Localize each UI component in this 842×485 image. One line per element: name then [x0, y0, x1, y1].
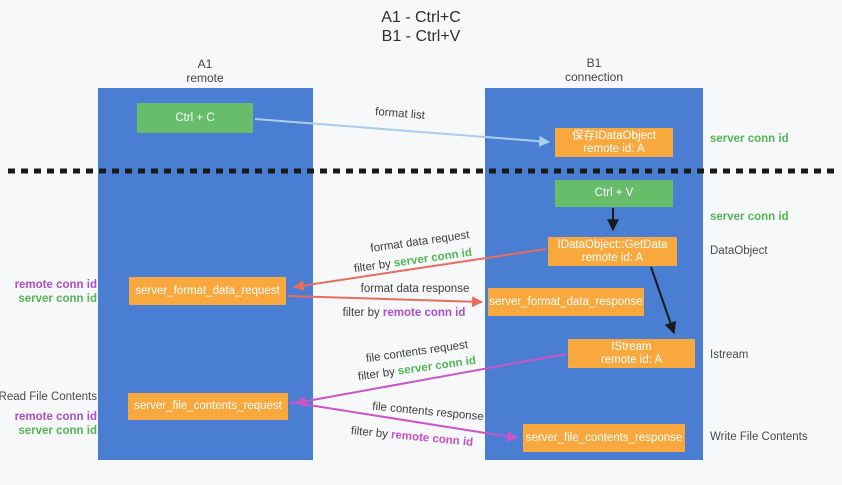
node-ctrl-v-label: Ctrl + V [594, 187, 634, 199]
node-server-format-data-response-label: server_format_data_response [489, 295, 643, 308]
remote-conn-id-annotation-2: remote conn id [14, 411, 97, 423]
node-server-format-data-response: server_format_data_response [488, 288, 644, 316]
dataobject-annotation: DataObject [710, 245, 768, 257]
lane-left-name: A1 [197, 57, 213, 71]
node-ctrl-c-label: Ctrl + C [175, 111, 215, 124]
diagram-title: A1 - Ctrl+C B1 - Ctrl+V [0, 8, 842, 46]
remote-conn-id-annotation-1: remote conn id [14, 279, 97, 291]
node-istream-line1: IStream [611, 340, 652, 353]
lane-right-subtitle: connection [564, 70, 624, 84]
title-line-2: B1 - Ctrl+V [381, 28, 461, 45]
node-server-file-contents-request: server_file_contents_request [128, 393, 288, 420]
node-save-dataobject: 保存IDataObject remote id: A [555, 128, 673, 157]
server-conn-id-annotation-2: server conn id [18, 425, 97, 437]
node-save-dataobject-line1: 保存IDataObject [572, 129, 656, 142]
file-contents-response-label: file contents response [371, 400, 485, 424]
node-ctrl-v: Ctrl + V [555, 180, 673, 207]
lane-left-subtitle: remote [186, 71, 224, 85]
filter-by-text: filter by [357, 365, 399, 384]
node-getdata-line2: remote id: A [581, 251, 644, 264]
istream-annotation: Istream [710, 349, 749, 361]
format-data-response-filter-label: filter by remote conn id [343, 307, 466, 319]
server-conn-id-annotation-top: server conn id [710, 133, 789, 145]
node-server-file-contents-request-label: server_file_contents_request [134, 400, 282, 412]
node-server-file-contents-response-label: server_file_contents_response [525, 431, 683, 444]
format-data-response-label: format data response [360, 283, 470, 295]
server-conn-id-annotation-mid: server conn id [710, 211, 789, 223]
format-list-label: format list [374, 106, 426, 122]
remote-conn-id-text: remote conn id [390, 429, 474, 449]
node-istream-line2: remote id: A [600, 353, 663, 366]
node-save-dataobject-line2: remote id: A [583, 142, 645, 155]
node-server-file-contents-response: server_file_contents_response [523, 424, 685, 452]
server-conn-id-annotation-1: server conn id [18, 293, 97, 305]
title-line-1: A1 - Ctrl+C [381, 9, 461, 26]
node-ctrl-c: Ctrl + C [137, 103, 253, 133]
filter-by-text: filter by [350, 425, 392, 441]
node-istream: IStream remote id: A [568, 339, 695, 368]
node-getdata-line1: IDataObject::GetData [557, 238, 668, 251]
lane-header-right: B1 connection [565, 56, 623, 84]
read-file-contents-annotation: Read File Contents [0, 391, 97, 403]
server-conn-id-text: server conn id [393, 246, 473, 270]
node-server-format-data-request-label: server_format_data_request [135, 284, 280, 297]
node-getdata: IDataObject::GetData remote id: A [548, 237, 677, 266]
format-data-response-arrow [287, 295, 484, 308]
write-file-contents-annotation: Write File Contents [710, 431, 808, 443]
lane-header-left: A1 remote [186, 57, 223, 85]
remote-conn-id-text: remote conn id [382, 307, 466, 319]
filter-by-text: filter by [353, 257, 395, 276]
node-server-format-data-request: server_format_data_request [129, 277, 286, 305]
lane-right-name: B1 [586, 56, 602, 70]
filter-by-text: filter by [342, 307, 383, 319]
file-contents-response-filter-label: filter by remote conn id [350, 425, 473, 449]
